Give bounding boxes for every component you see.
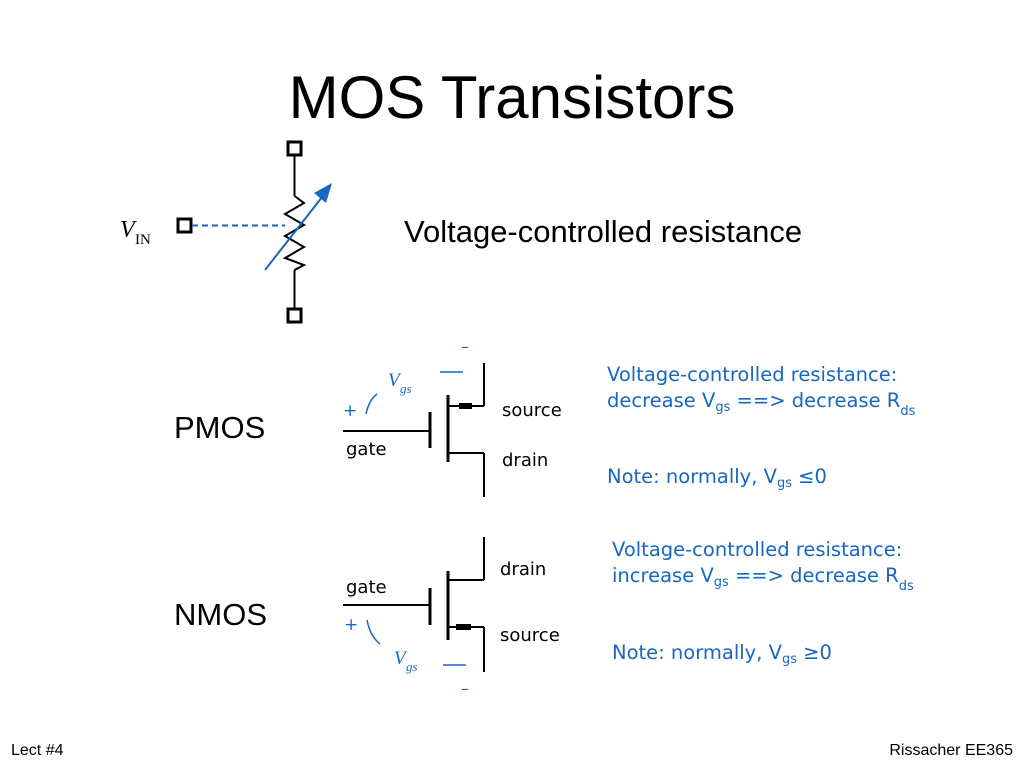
nmos-vgs-subscript: gs — [406, 659, 418, 674]
vin-terminal — [176, 217, 193, 234]
resistor-zigzag — [282, 195, 307, 271]
nmos-arrow-icon — [456, 624, 471, 630]
nmos-vgs-arc — [366, 619, 381, 645]
arrow-head-icon — [314, 183, 332, 203]
nmos-note-line1: Voltage-controlled resistance: — [612, 538, 903, 561]
pmos-label: PMOS — [174, 410, 266, 445]
pmos-plus-sign: + — [343, 401, 357, 421]
pmos-note-normally: Note: normally, Vgs ≤0 — [607, 465, 827, 491]
pmos-vgs-arc — [365, 393, 378, 415]
slide-title: MOS Transistors — [288, 64, 736, 131]
nmos-vgs-label: V — [394, 648, 408, 669]
footer-course: Rissacher EE365 — [889, 742, 1013, 759]
pmos-minus-sign: – — [461, 337, 469, 356]
pmos-gate-label: gate — [346, 439, 387, 460]
pmos-vgs-subscript: gs — [400, 381, 412, 396]
nmos-gate-label: gate — [346, 577, 387, 598]
nmos-note-resistance: Voltage-controlled resistance: increase … — [612, 537, 918, 596]
nmos-note-line2: increase Vgs ==> decrease Rds — [612, 564, 914, 594]
nmos-note-normally: Note: normally, Vgs ≥0 — [612, 641, 832, 667]
nmos-source-label: source — [500, 625, 560, 646]
nmos-label: NMOS — [174, 597, 267, 632]
variable-arrow — [264, 191, 327, 271]
footer-lecture: Lect #4 — [11, 742, 64, 759]
bottom-terminal — [286, 307, 303, 324]
pmos-arrow-icon — [459, 403, 472, 409]
pmos-source-label: source — [502, 400, 562, 421]
pmos-note-resistance: Voltage-controlled resistance: decrease … — [607, 362, 919, 421]
pmos-note-line1: Voltage-controlled resistance: — [607, 363, 898, 386]
vin-label: V — [120, 217, 137, 243]
top-terminal — [286, 140, 303, 157]
nmos-drain-label: drain — [500, 559, 546, 580]
vcr-caption: Voltage-controlled resistance — [404, 214, 803, 249]
nmos-minus-sign: – — [461, 679, 469, 698]
pmos-drain-label: drain — [502, 450, 548, 471]
pmos-note-line2: decrease Vgs ==> decrease Rds — [607, 389, 916, 419]
pmos-vgs-label: V — [388, 370, 402, 391]
nmos-plus-sign: + — [344, 615, 358, 635]
vin-subscript: IN — [135, 232, 151, 248]
